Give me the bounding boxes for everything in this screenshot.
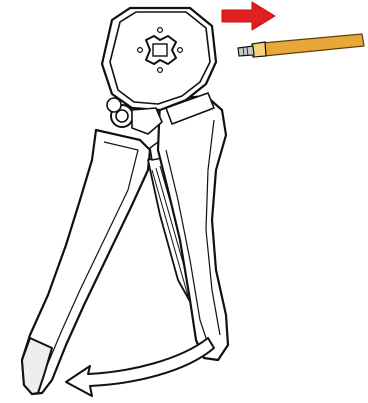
- linkage-plate: [132, 108, 162, 134]
- ferrule-tip: [238, 46, 254, 56]
- left-handle: [22, 130, 150, 394]
- cable-with-ferrule: [238, 34, 364, 57]
- arrow-right-icon: [222, 2, 275, 30]
- cable: [262, 34, 364, 56]
- curved-arrow-icon: [66, 338, 214, 396]
